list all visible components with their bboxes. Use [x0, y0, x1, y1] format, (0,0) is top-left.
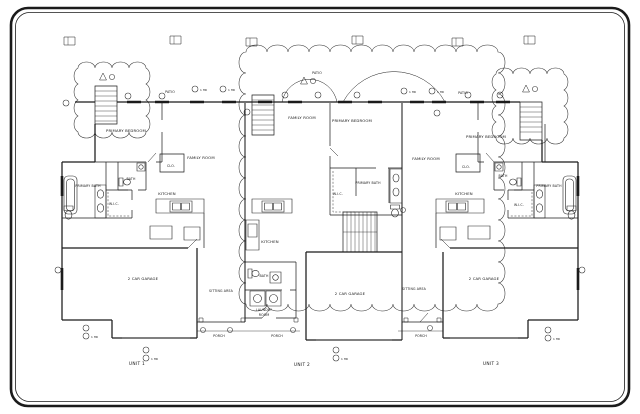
- toilet-unit-1: [64, 206, 73, 219]
- room-label-sitting-area-u1: SITTING AREA: [209, 289, 234, 293]
- room-label-family-room-u2: FAMILY ROOM: [288, 115, 316, 120]
- room-label-garage-u3: 2 CAR GARAGE: [469, 276, 500, 281]
- fire-rating-label: 1 HR: [200, 88, 207, 92]
- toilet-unit-3: [567, 206, 576, 219]
- fire-rating-label: 1 HR: [151, 357, 158, 361]
- room-label-clo-u3: CLO.: [462, 165, 470, 169]
- fire-rating-label: 1 HR: [341, 357, 348, 361]
- room-label-garage-u1: 2 CAR GARAGE: [128, 276, 159, 281]
- hall-bath-fixtures-unit-1: [119, 163, 145, 186]
- room-label-family-room-u3: FAMILY ROOM: [412, 156, 440, 161]
- fire-rating-label: 1 HR: [228, 88, 235, 92]
- room-label-bath-u3: BATH: [498, 174, 508, 178]
- vanity-unit-2: [390, 169, 402, 217]
- porches: [197, 318, 443, 331]
- tub-unit-1: [64, 176, 77, 214]
- room-label-bath-u1: BATH: [126, 177, 136, 181]
- room-label-kitchen-u2: KITCHEN: [261, 239, 279, 244]
- unit-label-1: UNIT 1: [129, 361, 145, 367]
- labels-unit-3: FAMILY ROOM PRIMARY BEDROOM W.I.C. BATH …: [402, 134, 562, 367]
- fire-rating-tags-top: 1 HR 1 HR 1 HR 1 HR: [192, 86, 444, 94]
- tub-unit-3: [563, 176, 576, 214]
- keynote-boxes: [64, 36, 535, 46]
- revision-triangles: [100, 73, 538, 92]
- room-label-wic-u1: W.I.C.: [109, 202, 119, 206]
- room-label-primary-bath-u3: PRIMARY BATH: [536, 184, 562, 188]
- labels-unit-1: PRIMARY BEDROOM PRIMARY BATH W.I.C. BATH…: [75, 128, 233, 367]
- patio-label-center: PATIO: [312, 71, 322, 75]
- stairs-unit-3: [520, 102, 542, 140]
- interior-walls: [62, 103, 578, 290]
- room-label-wic-u2: W.I.C.: [333, 192, 343, 196]
- room-label-porch-u2: PORCH: [271, 334, 283, 338]
- room-label-laundry-line1-u2: LAUNDRY: [256, 308, 272, 312]
- windows: [62, 102, 578, 290]
- site-labels: PATIO PATIO PATIO: [165, 71, 468, 95]
- door-swings: [148, 148, 494, 322]
- plumbing-fixtures: [64, 163, 576, 306]
- kitchen-unit-3: [436, 199, 490, 240]
- patio-arcs: [282, 72, 445, 102]
- stairs-unit-2-upper: [252, 95, 274, 135]
- washer-dryer-unit-2: [250, 291, 281, 306]
- labels-unit-2: FAMILY ROOM PRIMARY BEDROOM W.I.C. PRIMA…: [256, 115, 381, 368]
- room-label-primary-bath-u1: PRIMARY BATH: [75, 184, 101, 188]
- hall-bath-fixtures-unit-3: [495, 163, 521, 186]
- room-label-kitchen-u1: KITCHEN: [158, 191, 176, 196]
- patio-label-left: PATIO: [165, 90, 175, 94]
- room-label-porch-u1: PORCH: [213, 334, 225, 338]
- fire-rating-label: 1 HR: [91, 335, 98, 339]
- stairs-unit-2-lower: [343, 212, 377, 252]
- vanity-unit-3: [534, 185, 545, 218]
- room-label-bath-u2: BATH: [259, 274, 269, 278]
- room-label-porch-u3: PORCH: [415, 334, 427, 338]
- room-label-garage-u2: 2 CAR GARAGE: [335, 291, 366, 296]
- garage-doors: [122, 338, 518, 340]
- patio-label-right: PATIO: [458, 91, 468, 95]
- revision-cloud-right: [492, 68, 568, 144]
- room-label-family-room-u1: FAMILY ROOM: [187, 155, 215, 160]
- revision-cloud-center: [239, 45, 505, 311]
- unit-label-2: UNIT 2: [294, 362, 310, 368]
- stairs-unit-1: [95, 86, 117, 124]
- vanity-unit-1: [95, 185, 106, 218]
- room-label-primary-bedroom-u2: PRIMARY BEDROOM: [332, 118, 372, 123]
- room-label-clo-u1: CLO.: [167, 164, 175, 168]
- keynote-bubbles: [55, 92, 585, 333]
- fire-rating-label: 1 HR: [553, 337, 560, 341]
- bath-fixtures-unit-2: [248, 269, 281, 283]
- fire-rating-label: 1 HR: [437, 90, 444, 94]
- room-label-kitchen-u3: KITCHEN: [455, 191, 473, 196]
- sheet-border: [11, 8, 629, 406]
- fire-rating-tags-bottom: 1 HR 1 HR 1 HR 1 HR: [83, 325, 560, 361]
- fire-rating-label: 1 HR: [409, 90, 416, 94]
- room-label-primary-bedroom-u1: PRIMARY BEDROOM: [106, 128, 146, 133]
- room-label-laundry-line2-u2: ROOM: [259, 313, 270, 317]
- room-label-wic-u3: W.I.C.: [514, 203, 524, 207]
- exterior-walls: [62, 102, 578, 340]
- room-label-primary-bath-u2: PRIMARY BATH: [355, 181, 381, 185]
- room-label-sitting-area-u3: SITTING AREA: [402, 287, 427, 291]
- kitchen-unit-1: [150, 199, 204, 240]
- unit-label-3: UNIT 3: [483, 361, 499, 367]
- kitchen-unit-2: [246, 199, 292, 250]
- room-label-primary-bedroom-u3: PRIMARY BEDROOM: [466, 134, 506, 139]
- closet-shelf-dashes: [108, 171, 532, 216]
- revision-cloud-left: [74, 62, 150, 138]
